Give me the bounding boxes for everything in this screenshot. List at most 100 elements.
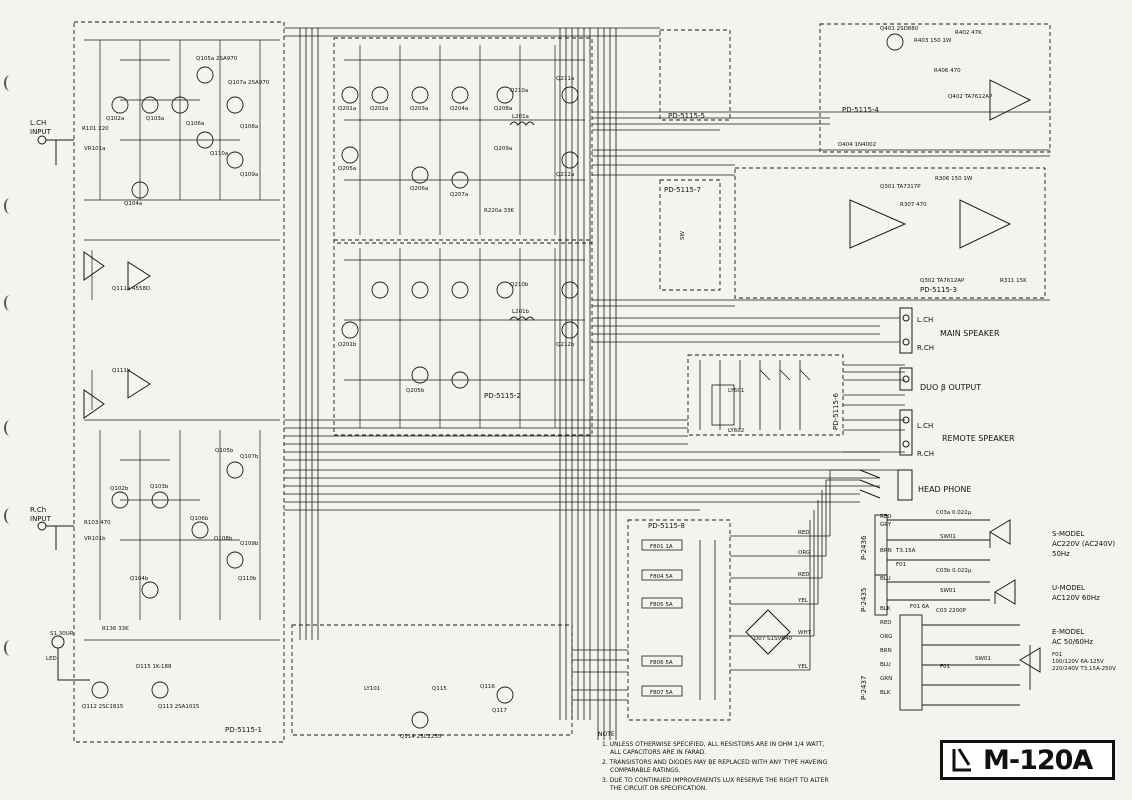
q212a-label: Q212a (556, 172, 574, 178)
q301-label: Q301 TA7317P (880, 184, 921, 190)
mains-blu-2: BLU (880, 662, 891, 668)
sw-label: SW (680, 231, 686, 240)
u-model-2: AC120V 60Hz (1052, 594, 1100, 602)
plug-labels: P-2436 P-2435 P-2437 (860, 535, 868, 700)
e-model-1: E-MODEL (1052, 628, 1084, 636)
q102a-label: Q102a (106, 116, 124, 122)
q114-label: Q114 2SC2235 (400, 734, 442, 740)
f805-label: F805 5A (650, 602, 673, 608)
model-title: M-120A (983, 745, 1093, 776)
q211a-label: Q211a (556, 76, 574, 82)
note-line-2: ALL CAPACITORS ARE IN FARAD. (610, 749, 706, 756)
note-header: NOTE (598, 731, 615, 738)
s-model-2: AC220V (AC240V) (1052, 540, 1115, 548)
board-label-pd5115-1: PD-5115-1 (225, 726, 262, 734)
board-label-pd5115-8: PD-5115-8 (648, 522, 685, 530)
board-labels: PD-5115-1 PD-5115-2 PD-5115-3 PD-5115-4 … (225, 106, 957, 734)
lch-input-label-2: INPUT (30, 128, 52, 136)
note-line-4: COMPARABLE RATINGS. (610, 767, 681, 774)
q113-label: Q113 2SA1015 (158, 704, 200, 710)
q210a-label: Q210a (510, 88, 528, 94)
board-pd5115-1-outline (73, 21, 285, 743)
model-labels: S-MODEL AC220V (AC240V) 50Hz U-MODEL AC1… (1052, 530, 1116, 672)
q205a-label: Q205a (338, 166, 356, 172)
remote-lch-label: L.CH (917, 422, 933, 430)
bridge-rectifier (745, 609, 791, 655)
d07-label: D07 S1SVB40 (754, 636, 792, 642)
q202a-label: Q202a (370, 106, 388, 112)
board-label-pd5115-3: PD-5115-3 (920, 286, 957, 294)
q106b-label: Q106b (190, 516, 209, 522)
model-title-box: M-120A (940, 740, 1115, 780)
c03b-label: C03b 0.022μ (936, 568, 972, 574)
wire-red-2: RED (798, 572, 810, 578)
rch-input-label-2: INPUT (30, 515, 52, 523)
sw01-label-u: SW01 (940, 588, 956, 594)
board-label-pd5115-5: PD-5115-5 (668, 112, 705, 120)
q201a-label: Q201a (338, 106, 356, 112)
binder-hole (4, 198, 16, 214)
r406-label: R406 470 (934, 68, 961, 74)
board-pd5115-3-outline (734, 167, 1046, 299)
r136-label: R136 33K (102, 626, 129, 632)
q401-label: Q401 2SD880 (880, 26, 919, 32)
board-label-pd5115-4: PD-5115-4 (842, 106, 879, 114)
f01-6a-label: F01 6A (910, 604, 929, 610)
main-lch-label: L.CH (917, 316, 933, 324)
q109b-label: Q109b (240, 541, 259, 547)
plug-p2437: P-2437 (860, 676, 868, 700)
binder-hole (4, 640, 16, 656)
e-fuse-2: 100/120V 6A-125V (1052, 659, 1104, 665)
q107a-label: Q107a 2SA970 (228, 80, 270, 86)
q106a-label: Q106a (186, 121, 204, 127)
main-rch-label: R.CH (917, 344, 934, 352)
sw01-label-e: SW01 (975, 656, 991, 662)
remote-rch-label: R.CH (917, 450, 934, 458)
q209a-label: Q209a (494, 146, 512, 152)
wire-bundle-speakers (284, 364, 905, 511)
input-jacks (37, 135, 74, 550)
sw01-label-s: SW01 (940, 534, 956, 540)
t315a-label: T3.15A (895, 548, 916, 554)
transistors (91, 33, 904, 729)
lux-logo-icon (952, 748, 971, 772)
duo-beta-output-label: DUO β OUTPUT (920, 383, 981, 392)
d115-label: D115 1K-188 (136, 664, 172, 670)
q201b-label: Q201b (338, 342, 357, 348)
c03-label: C03 2200P (936, 608, 967, 614)
wire-red-1: RED (798, 530, 810, 536)
f01-label-s: F01 (896, 562, 906, 568)
e-fuse-3: 220/240V T3.15A-250V (1052, 666, 1116, 672)
q105b-label: Q105b (215, 448, 234, 454)
q206a-label: Q206a (410, 186, 428, 192)
q110a-label: Q110a (210, 151, 228, 157)
r306-label: R306 150 1W (935, 176, 973, 182)
wire-bundle-vertical (299, 28, 617, 740)
plug-p2435: P-2435 (860, 588, 868, 612)
mains-models (874, 514, 1031, 711)
ly101-label: LY101 (364, 686, 380, 692)
q111b-label: Q111b (112, 368, 131, 374)
relay-bank (699, 360, 811, 430)
q205b-label: Q205b (406, 388, 425, 394)
q115-label: Q115 (432, 686, 447, 692)
binder-hole (4, 508, 16, 524)
mains-brn-2: BRN (880, 648, 892, 654)
component-labels: R101 220 R103 470 VR101a VR101b Q105a 2S… (46, 26, 1027, 740)
board-label-pd5115-6: PD-5115-6 (832, 393, 840, 430)
q109a-label: Q109a (240, 172, 258, 178)
fuse-block (641, 539, 716, 700)
q302-label: Q302 TA7612AP (920, 278, 965, 284)
mains-red-2: RED (880, 620, 892, 626)
remote-speaker-label: REMOTE SPEAKER (942, 434, 1015, 443)
vr101b-label: VR101b (84, 536, 106, 542)
q204a-label: Q204a (450, 106, 468, 112)
speaker-terminals (859, 307, 913, 501)
board-pd5115-7-outline (659, 179, 721, 291)
board-label-pd5115-7: PD-5115-7 (664, 186, 701, 194)
mains-brn-1: BRN (880, 548, 892, 554)
board-pd5115-5-outline (659, 29, 731, 121)
main-speaker-label: MAIN SPEAKER (940, 329, 1000, 338)
mains-blu-1: BLU (880, 576, 891, 582)
